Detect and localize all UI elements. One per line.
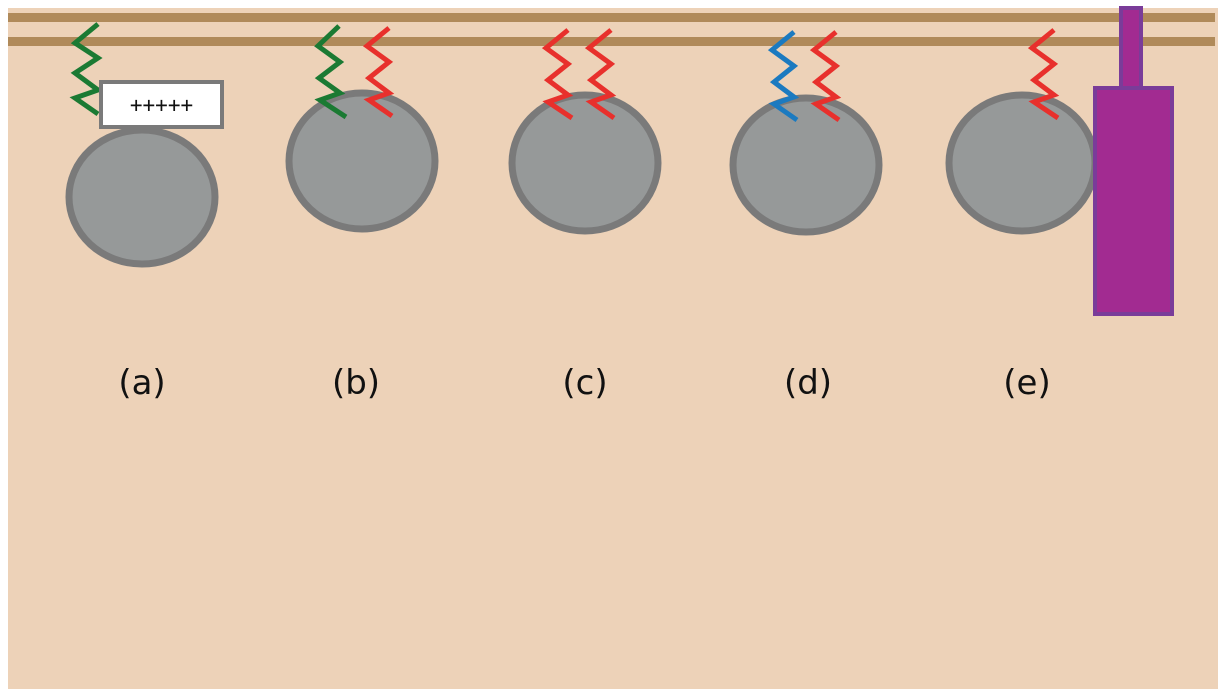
red-strand-c-right xyxy=(584,28,617,121)
panel-b: (b) xyxy=(285,24,439,403)
panel-label-e: (e) xyxy=(1003,363,1050,403)
membrane-line-top xyxy=(8,13,1215,22)
charge-box: +++++ xyxy=(99,80,224,129)
panel-a: +++++ (a) xyxy=(65,22,224,403)
purple-rod-body xyxy=(1093,86,1174,316)
blue-strand-d xyxy=(767,30,800,123)
vesicle-c xyxy=(508,91,662,235)
vesicle-a xyxy=(65,126,219,268)
purple-rod-shaft xyxy=(1119,6,1143,90)
panel-label-a: (a) xyxy=(118,363,165,403)
charge-box-text: +++++ xyxy=(130,93,193,117)
vesicle-d xyxy=(729,94,883,236)
red-strand-d xyxy=(809,30,842,123)
vesicle-b xyxy=(285,89,439,233)
panel-e: (e) xyxy=(945,6,1174,403)
charge-box-frame xyxy=(99,80,224,129)
green-strand-b xyxy=(314,24,348,120)
green-strand-a xyxy=(69,22,104,117)
panel-d: (d) xyxy=(729,30,883,403)
panel-label-d: (d) xyxy=(784,363,832,403)
panel-label-b: (b) xyxy=(332,363,380,403)
membrane-line-bottom xyxy=(8,37,1215,46)
purple-rod xyxy=(1093,6,1174,316)
vesicle-e xyxy=(945,91,1099,235)
red-strand-c-left xyxy=(541,28,574,121)
panel-c: (c) xyxy=(508,28,662,403)
panel-label-c: (c) xyxy=(562,363,607,403)
red-strand-e xyxy=(1027,28,1060,121)
red-strand-b xyxy=(362,26,395,119)
